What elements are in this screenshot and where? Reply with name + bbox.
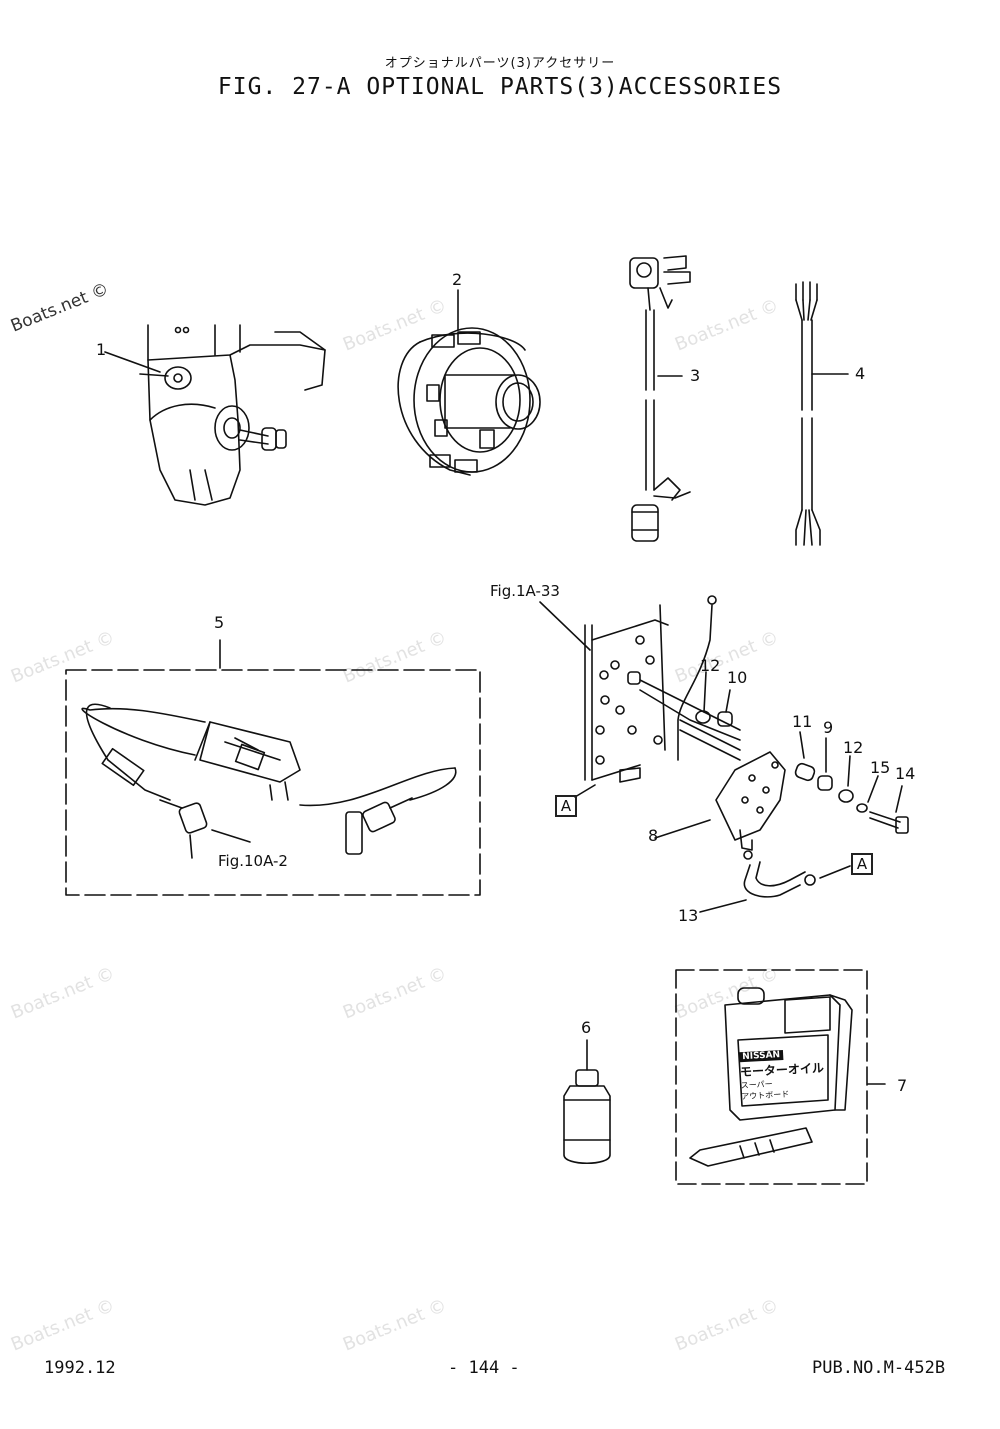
callout-4: 4 [855,364,866,383]
callout-7: 7 [897,1076,908,1095]
callout-2: 2 [452,270,463,289]
callout-10: 10 [727,668,748,687]
callout-1: 1 [96,340,107,359]
callout-12-lower: 12 [843,738,864,757]
callout-8: 8 [648,826,659,845]
callout-6: 6 [581,1018,592,1037]
part-5-fuel-hose-kit [66,640,480,895]
part-7-oil-can-kit [676,970,885,1184]
connection-marker-a: A [851,853,873,875]
part-6-bottle [564,1040,610,1163]
part-1-gearcase-anode [105,325,325,505]
callout-5: 5 [214,613,225,632]
figure-title: FIG. 27-A OPTIONAL PARTS(3)ACCESSORIES [217,74,783,100]
callout-3: 3 [690,366,701,385]
part-3-extension-harness [630,256,690,541]
footer-pub-number: PUB.NO.M-452B [812,1358,946,1378]
ref-fig-1a-33: Fig.1A-33 [490,582,560,600]
ref-fig-10a-2: Fig.10A-2 [218,852,288,870]
footer-page-number: - 144 - [448,1358,520,1378]
part-4-wire-lead [796,282,848,545]
part-8-fuel-pump-assembly [540,596,908,912]
connection-marker-a: A [555,795,577,817]
callout-15: 15 [870,758,891,777]
callout-14: 14 [895,764,916,783]
figure-subtitle-jp: オプショナルパーツ(3)アクセサリー [384,56,616,71]
callout-12-upper: 12 [700,656,721,675]
oil-can-label: NISSAN モーターオイル スーパー アウトボード [738,1040,828,1102]
part-2-flywheel [398,290,540,475]
callout-11: 11 [792,712,813,731]
callout-13: 13 [678,906,699,925]
footer-date: 1992.12 [44,1358,116,1378]
callout-9: 9 [823,718,834,737]
